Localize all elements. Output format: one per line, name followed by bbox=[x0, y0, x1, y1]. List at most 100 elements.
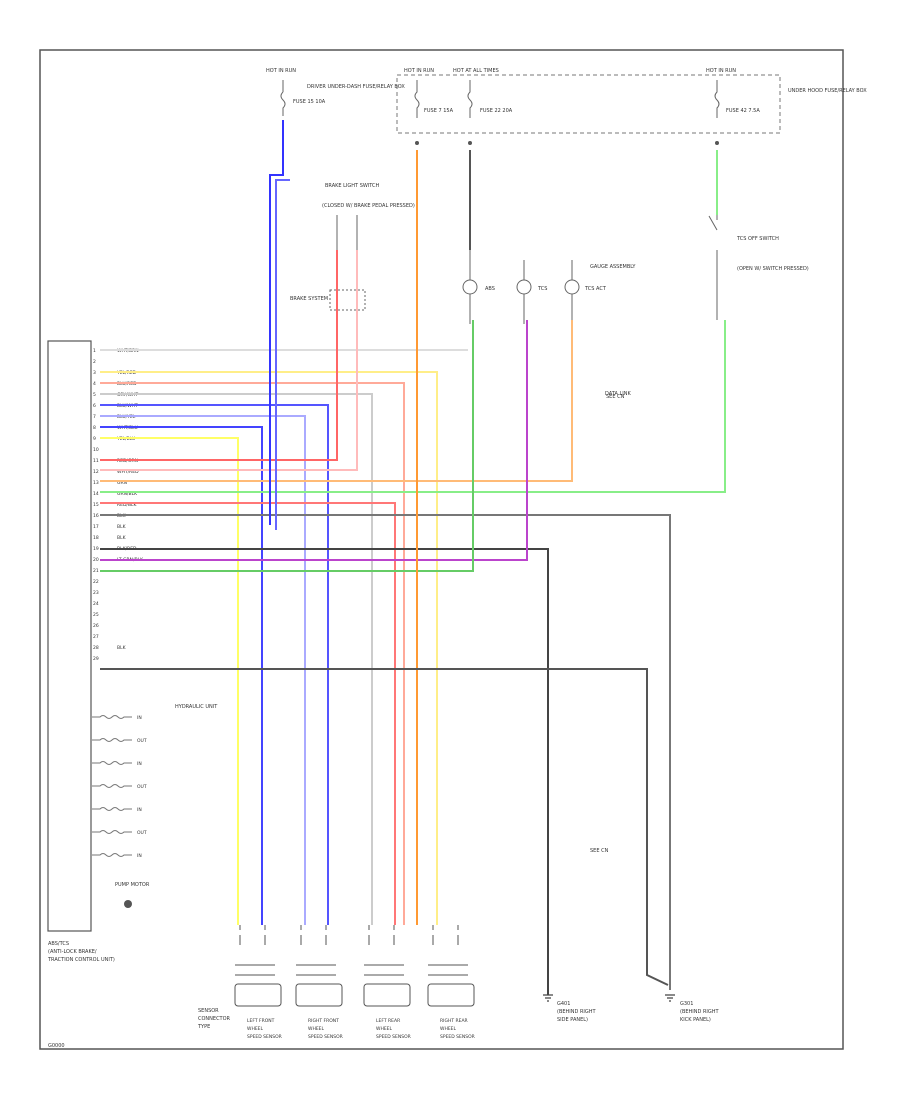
wire-pin13 bbox=[100, 320, 573, 482]
pin-number: 3 bbox=[93, 370, 96, 376]
hot-label-right: HOT IN RUN bbox=[706, 68, 736, 74]
pin-label: WHT/RED bbox=[117, 469, 139, 475]
pin-number: 21 bbox=[93, 568, 99, 574]
wire-pin8 bbox=[100, 426, 263, 925]
wire-pin14 bbox=[100, 320, 726, 493]
wire-pin4 bbox=[100, 382, 405, 925]
sensor-label: WHEEL bbox=[376, 1026, 393, 1032]
wires bbox=[100, 120, 726, 995]
wheel-speed-sensor bbox=[295, 983, 343, 1007]
control-unit-box bbox=[47, 340, 92, 932]
pin-number: 22 bbox=[93, 579, 99, 585]
solenoid-label: IN bbox=[137, 715, 142, 721]
solenoid-label: OUT bbox=[137, 784, 147, 790]
diode-label-left: BRAKE SYSTEM bbox=[290, 296, 328, 302]
diode-label-right: DATA LINK bbox=[605, 391, 631, 397]
pin-number: 6 bbox=[93, 403, 96, 409]
solenoid-coil bbox=[92, 830, 132, 834]
wire-pin28 bbox=[100, 668, 669, 986]
pin-label: GRN bbox=[117, 480, 127, 486]
wheel-speed-sensor bbox=[363, 983, 411, 1007]
pin-number: 24 bbox=[93, 601, 99, 607]
pin-label: BLK bbox=[117, 535, 127, 541]
fuse-box-left-title: DRIVER UNDER-DASH FUSE/RELAY BOX bbox=[307, 84, 405, 90]
solenoid-coil bbox=[92, 784, 132, 788]
pin-number: 26 bbox=[93, 623, 99, 629]
fuse-mid-b: FUSE 22 20A bbox=[480, 108, 513, 114]
mid-label-1: SEE CN bbox=[606, 394, 625, 400]
module-line1: ABS/TCS bbox=[48, 941, 69, 947]
sensors-layer: LEFT FRONT WHEEL SPEED SENSOR RIGHT FRONT WH… bbox=[234, 925, 475, 1040]
fuse-mid-symbols bbox=[414, 80, 720, 118]
wheel-speed-sensor bbox=[234, 983, 282, 1007]
sensor-label: WHEEL bbox=[247, 1026, 264, 1032]
pin-number: 5 bbox=[93, 392, 96, 398]
bulb-a: ABS bbox=[485, 286, 495, 292]
sensor-group-line1: SENSOR bbox=[198, 1008, 219, 1014]
pin-number: 23 bbox=[93, 590, 99, 596]
wire-pin16 bbox=[100, 514, 671, 990]
solenoid-coil bbox=[92, 853, 132, 857]
pin-number: 25 bbox=[93, 612, 99, 618]
wire-pin18 bbox=[100, 548, 549, 995]
solenoid-label: OUT bbox=[137, 738, 147, 744]
fuse-mid-a: FUSE 7 15A bbox=[424, 108, 454, 114]
pin-number: 28 bbox=[93, 645, 99, 651]
wire-pin5 bbox=[100, 393, 373, 925]
sensor-connector bbox=[235, 925, 275, 976]
wire-blue-fuse bbox=[269, 120, 284, 525]
sensor-label: WHEEL bbox=[308, 1026, 325, 1032]
solenoid-label: IN bbox=[137, 853, 142, 859]
sensor-label: WHEEL bbox=[440, 1026, 457, 1032]
pin-number: 11 bbox=[93, 458, 99, 464]
brake-switch-sub: (CLOSED W/ BRAKE PEDAL PRESSED) bbox=[322, 203, 415, 209]
pin-number: 18 bbox=[93, 535, 99, 541]
pin-number: 12 bbox=[93, 469, 99, 475]
ground-symbols bbox=[543, 994, 675, 1002]
sensor-label: SPEED SENSOR bbox=[308, 1034, 343, 1040]
pin-number: 15 bbox=[93, 502, 99, 508]
fuse-box-dashed bbox=[396, 74, 781, 134]
pin-number: 8 bbox=[93, 425, 96, 431]
wire-pin15 bbox=[100, 502, 396, 925]
sensor-label: SPEED SENSOR bbox=[247, 1034, 282, 1040]
hydraulic-unit-label: HYDRAULIC UNIT bbox=[175, 704, 218, 710]
motor-symbol bbox=[124, 900, 132, 908]
sensor-label: SPEED SENSOR bbox=[376, 1034, 411, 1040]
diagram-frame bbox=[39, 49, 844, 1050]
pin-number: 4 bbox=[93, 381, 96, 387]
sensor-connector bbox=[296, 925, 336, 976]
pin-number: 29 bbox=[93, 656, 99, 662]
fuse-box-right-title: UNDER HOOD FUSE/RELAY BOX bbox=[788, 88, 867, 94]
pin-number: 17 bbox=[93, 524, 99, 530]
fuse-right: FUSE 42 7.5A bbox=[726, 108, 760, 114]
pin-number: 14 bbox=[93, 491, 99, 497]
solenoid-coil bbox=[92, 761, 132, 765]
tcs-switch-symbol bbox=[708, 150, 718, 320]
sensor-label: RIGHT FRONT bbox=[308, 1018, 339, 1024]
meter-bulbs bbox=[462, 250, 580, 324]
pin-number: 16 bbox=[93, 513, 99, 519]
wire-pin3 bbox=[100, 371, 438, 925]
hot-label-mid: HOT IN RUN bbox=[404, 68, 434, 74]
wire-pin7 bbox=[100, 415, 306, 925]
pin-number: 27 bbox=[93, 634, 99, 640]
module-line2: (ANTI-LOCK BRAKE/ bbox=[48, 949, 97, 955]
ground-1-line3: SIDE PANEL) bbox=[557, 1017, 588, 1023]
pin-label: BLK bbox=[117, 524, 127, 530]
wire-pin11 bbox=[100, 250, 338, 461]
solenoid-label: OUT bbox=[137, 830, 147, 836]
mid-label-2: SEE CN bbox=[590, 848, 609, 854]
combination-meter-title: GAUGE ASSEMBLY bbox=[590, 264, 636, 270]
wire-pin6 bbox=[100, 404, 329, 925]
wire-blue-fuse-b bbox=[275, 179, 290, 530]
fuse-left-symbol bbox=[280, 80, 286, 116]
sensor-label: LEFT FRONT bbox=[247, 1018, 275, 1024]
solenoid-coil bbox=[92, 715, 132, 719]
solenoid-label: IN bbox=[137, 807, 142, 813]
ground-2-line1: G301 bbox=[680, 1001, 693, 1007]
pin-number: 19 bbox=[93, 546, 99, 552]
sensor-label: LEFT REAR bbox=[376, 1018, 400, 1024]
